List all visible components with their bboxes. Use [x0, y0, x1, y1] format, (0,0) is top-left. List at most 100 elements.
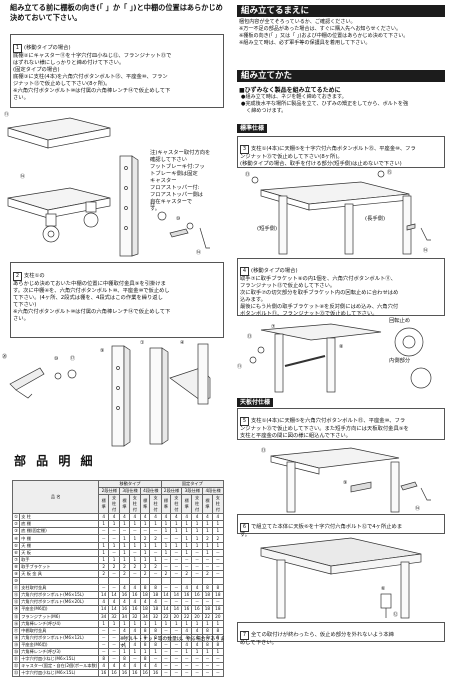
parts-qty: 2 [211, 534, 225, 543]
parts-qty: 18 [149, 591, 162, 600]
parts-qty: 1 [107, 555, 121, 564]
before-text: 梱包内容が全てそろっているか、ご確認ください。 ※万一不足の部品があった場合は、… [239, 19, 409, 46]
parts-no: ⑲ [11, 640, 21, 649]
parts-qty: 4 [139, 662, 151, 671]
parts-name: 中棚取付金具 [19, 626, 100, 635]
parts-qty: 2 [98, 562, 109, 571]
parts-no: ⑪ [11, 584, 21, 593]
parts-sub-header: 3段仕様 [181, 487, 204, 496]
parts-qty: 20 [211, 612, 225, 621]
parts-qty: － [181, 669, 192, 677]
parts-qty: 2 [202, 534, 213, 543]
step4-number: 4 [240, 267, 249, 276]
parts-sub-header-row: 2段仕様 3段仕様 4段仕様 2段仕様 3段仕様 4段仕様 [13, 487, 224, 496]
parts-name: 天 板 金 具 [19, 569, 100, 579]
parts-qty: 14 [98, 591, 109, 600]
parts-qty [170, 577, 183, 586]
parts-qty: 4 [139, 513, 151, 522]
parts-qty: － [98, 640, 109, 649]
parts-qty: 4 [119, 662, 130, 671]
parts-qty: － [170, 669, 183, 677]
parts-qty: 4 [98, 662, 109, 671]
parts-variant-header: 標準 [119, 494, 130, 515]
step7-text: 全ての取付けが終わったら、仮止め部分を外れないよう本締 めして下さい。 [240, 632, 394, 646]
parts-qty: － [98, 584, 109, 593]
parts-qty: 4 [160, 513, 172, 522]
parts-qty: 16 [139, 669, 151, 677]
parts-no: ① [11, 513, 21, 522]
parts-qty: 1 [119, 534, 130, 543]
parts-name: 中 棚 [19, 534, 100, 543]
parts-qty [119, 577, 130, 586]
parts-qty: 14 [160, 591, 172, 600]
parts-qty: 4 [149, 598, 162, 607]
parts-qty: 1 [170, 527, 183, 536]
parts-qty: － [107, 647, 121, 657]
parts-qty: 1 [202, 619, 213, 628]
svg-text:⑪: ⑪ [4, 111, 9, 118]
parts-qty: 1 [139, 548, 151, 557]
parts-qty: 1 [128, 541, 141, 550]
parts-name: 天 板 [19, 548, 100, 557]
assembly-title: 組み立てかた [237, 70, 445, 82]
before-title: 組み立てるまえに [237, 5, 445, 17]
parts-qty: － [160, 655, 172, 664]
parts-qty: 32 [107, 612, 121, 621]
parts-no: ④ [11, 534, 21, 543]
parts-qty: － [128, 527, 141, 536]
label-inner-part: 内側部分 [389, 358, 411, 364]
parts-qty: 1 [170, 520, 183, 529]
parts-qty: － [107, 548, 121, 557]
parts-name: キャスター(固定・自在)2個(ボール本数) [19, 662, 100, 671]
parts-qty: － [160, 662, 172, 671]
parts-qty: － [170, 569, 183, 579]
parts-name: 六角穴付ボタンボルト(M6×15L) [19, 591, 100, 600]
parts-qty: － [202, 562, 213, 571]
parts-qty: 14 [98, 605, 109, 614]
parts-qty: 18 [139, 591, 151, 600]
parts-qty: － [107, 655, 121, 664]
parts-qty: 1 [181, 548, 192, 557]
parts-qty: 2 [119, 562, 130, 571]
svg-text:⑩: ⑩ [176, 216, 181, 222]
parts-name: 天 棚 [19, 541, 100, 550]
parts-qty: 4 [119, 584, 130, 593]
parts-qty: － [107, 584, 121, 593]
parts-group-header-row: 品 名 移動タイプ 固定タイプ [11, 479, 225, 515]
parts-qty: 18 [211, 605, 225, 614]
parts-qty: － [160, 626, 172, 635]
parts-qty [202, 577, 213, 586]
parts-qty: 1 [128, 520, 141, 529]
parts-no: ⑯ [11, 619, 21, 628]
parts-qty: 8 [211, 626, 225, 635]
parts-qty: 1 [107, 541, 121, 550]
parts-qty: 4 [190, 626, 204, 635]
parts-qty: － [211, 555, 225, 564]
parts-qty: 8 [149, 584, 162, 593]
parts-qty: － [211, 669, 225, 677]
svg-text:⑰: ⑰ [70, 355, 75, 362]
parts-qty: 1 [181, 527, 192, 536]
parts-qty: 1 [211, 619, 225, 628]
parts-qty [181, 577, 192, 586]
parts-qty: － [98, 527, 109, 536]
parts-qty: 8 [202, 626, 213, 635]
parts-qty: 22 [181, 612, 192, 621]
parts-variant-header: 標準 [181, 494, 192, 515]
parts-name: 六角棒レンチ(呼び4) [19, 619, 100, 628]
parts-variant-header: 支柱付 [149, 494, 162, 515]
parts-qty: 16 [128, 591, 141, 600]
parts-qty: 1 [128, 619, 141, 628]
parts-qty: 1 [181, 520, 192, 529]
parts-no: ⑭ [11, 605, 21, 614]
parts-qty: 1 [160, 541, 172, 550]
step5-text: 支柱①(4本)に天棚⑤を六角穴付ボタンボルト⑮、平座金⑩、フラ ンジナット⑬で仮… [240, 418, 409, 439]
svg-text:⑧: ⑧ [339, 344, 344, 350]
parts-qty: － [128, 548, 141, 557]
